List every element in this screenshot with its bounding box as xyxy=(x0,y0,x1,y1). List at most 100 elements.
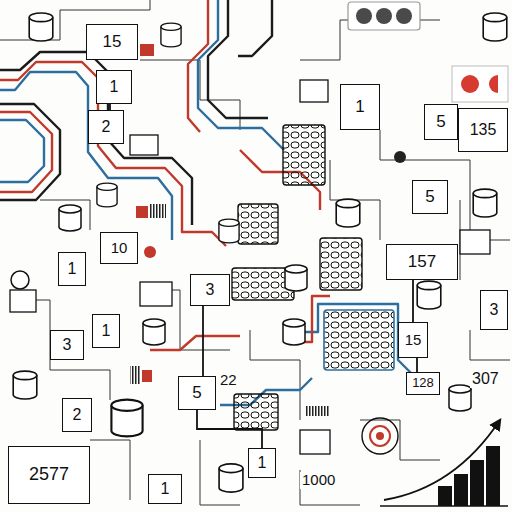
small-parts xyxy=(10,44,490,454)
box-number: 128 xyxy=(412,376,434,390)
keypads xyxy=(232,125,394,430)
box-number: 1 xyxy=(68,260,77,278)
bar xyxy=(486,446,500,506)
chip xyxy=(10,290,36,312)
target-symbol xyxy=(362,418,398,454)
numbered-box: 2577 xyxy=(8,446,90,504)
numbered-box: 1 xyxy=(248,448,276,478)
growth-chart xyxy=(380,420,508,506)
box-number: 1 xyxy=(110,78,119,96)
wire-red xyxy=(0,112,52,192)
numbered-box: 1 xyxy=(96,70,132,104)
wire-black xyxy=(0,104,60,200)
bar xyxy=(470,460,484,506)
wire-blue xyxy=(0,120,44,182)
capacitor-cylinder xyxy=(219,464,243,492)
capacitor-cylinder xyxy=(417,281,441,309)
wire-black xyxy=(208,0,268,118)
numbered-box: 2 xyxy=(88,110,124,144)
capacitor-cylinder xyxy=(219,219,239,243)
capacitor-cylinder xyxy=(449,385,471,411)
barcode xyxy=(306,406,330,416)
numbered-box: 1 xyxy=(340,84,380,130)
wire-red xyxy=(188,0,208,132)
box-number: 1 xyxy=(355,98,364,117)
wire-blue xyxy=(300,304,414,376)
numbered-box: 3 xyxy=(50,330,84,360)
red-block xyxy=(140,44,154,56)
capacitor-cylinder xyxy=(483,13,507,41)
red-light xyxy=(489,75,498,93)
numbered-box: 1 xyxy=(58,252,86,286)
keypad xyxy=(234,394,278,430)
red-light xyxy=(461,75,479,93)
box-number: 2577 xyxy=(29,465,69,485)
numbered-box: 2 xyxy=(62,398,92,432)
box-number: 5 xyxy=(192,384,201,403)
box-number: 5 xyxy=(436,113,445,132)
trace xyxy=(330,160,380,240)
wire-bundle xyxy=(0,0,414,405)
chip xyxy=(130,135,158,155)
trace xyxy=(90,440,130,500)
wire-blue xyxy=(198,0,284,150)
box-number: 15 xyxy=(103,33,122,52)
circuit-wire xyxy=(412,280,414,322)
box-number: 1 xyxy=(258,454,267,472)
numbered-box: 15 xyxy=(86,24,138,60)
box-number: 3 xyxy=(490,301,499,319)
trace xyxy=(470,330,510,360)
cylinders xyxy=(13,13,507,492)
keypad xyxy=(324,310,394,370)
ring xyxy=(376,432,384,440)
capacitor-cylinder xyxy=(161,23,181,47)
box-number: 3 xyxy=(206,281,215,299)
circuit-wire xyxy=(416,358,418,372)
red-block xyxy=(142,370,152,382)
trend-arrow xyxy=(384,420,500,500)
light xyxy=(376,8,392,24)
round-part xyxy=(11,271,29,289)
capacitor-cylinder xyxy=(111,400,142,437)
numbered-box: 3 xyxy=(190,274,230,306)
chip xyxy=(300,80,328,102)
numbered-box: 1 xyxy=(148,474,182,504)
box-number: 5 xyxy=(425,188,434,207)
numbered-box: 5 xyxy=(424,104,458,140)
box-number: 2 xyxy=(102,118,111,136)
numbered-box: 15 xyxy=(398,322,428,358)
trace xyxy=(300,470,360,505)
capacitor-cylinder xyxy=(283,319,305,345)
box-number: 3 xyxy=(63,336,72,354)
bar xyxy=(438,486,452,506)
wire-black xyxy=(238,0,272,56)
ring xyxy=(370,426,390,446)
light-panel xyxy=(348,2,420,30)
chip xyxy=(140,282,172,306)
barcode xyxy=(130,366,140,384)
keypad xyxy=(283,125,325,185)
capacitor-cylinder xyxy=(473,189,497,217)
light xyxy=(356,8,372,24)
box-number: 10 xyxy=(111,240,128,257)
capacitor-cylinder xyxy=(29,13,53,41)
value-label: 307 xyxy=(470,370,501,388)
chip xyxy=(460,230,490,254)
numbered-box: 128 xyxy=(406,372,440,395)
numbered-box: 135 xyxy=(458,108,508,152)
trace xyxy=(40,200,90,230)
trace xyxy=(360,420,440,460)
box-number: 157 xyxy=(408,253,436,272)
capacitor-cylinder xyxy=(285,265,307,291)
keypad xyxy=(320,238,362,290)
red-dot-part xyxy=(144,246,156,258)
ring xyxy=(362,418,398,454)
red-block xyxy=(136,206,148,218)
circuit-wire xyxy=(197,410,262,448)
value-label: 22 xyxy=(218,372,239,389)
keypad xyxy=(238,204,278,244)
wire-blue xyxy=(0,72,172,240)
round-part xyxy=(394,151,406,163)
numbered-box: 157 xyxy=(386,244,458,280)
